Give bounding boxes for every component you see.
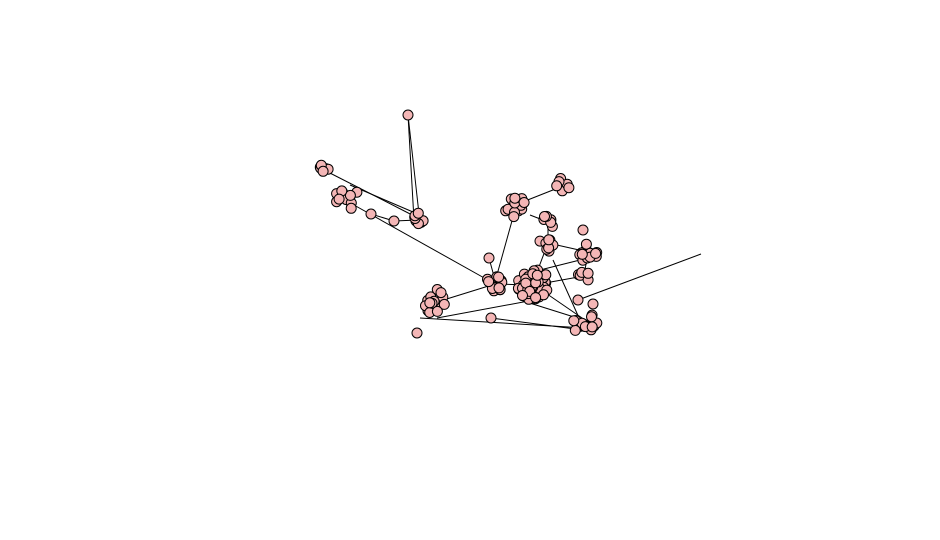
graph-node	[412, 207, 424, 219]
graph-node	[508, 211, 520, 223]
edge	[436, 299, 535, 319]
edge	[490, 317, 584, 331]
graph-node	[483, 252, 495, 264]
graph-node	[563, 182, 575, 194]
graph-node	[539, 211, 550, 222]
edge	[419, 317, 586, 329]
graph-node	[518, 197, 530, 208]
edge	[552, 259, 581, 321]
edge	[494, 209, 516, 283]
graph-node	[543, 234, 555, 246]
graph-node	[435, 287, 447, 299]
graph-node	[568, 315, 580, 327]
graph-node	[530, 292, 542, 304]
graph-node	[388, 215, 400, 227]
graph-node	[587, 298, 599, 310]
edge	[407, 114, 421, 224]
edge	[407, 114, 415, 221]
graph-node	[345, 202, 357, 214]
graph-node	[317, 165, 329, 177]
graph-node	[590, 247, 602, 259]
graph-node	[577, 224, 589, 236]
graph-node	[424, 297, 436, 309]
edge	[577, 253, 702, 301]
graph-node	[586, 311, 597, 323]
graph-node	[431, 305, 443, 317]
graph-node	[576, 248, 588, 260]
graph-node	[411, 327, 423, 339]
graph-node	[582, 267, 594, 279]
graph-node	[531, 269, 543, 281]
graph-node	[402, 109, 414, 121]
graph-node	[365, 208, 377, 220]
graph-node	[493, 271, 505, 283]
graph-node	[551, 180, 563, 192]
graph-node	[438, 298, 450, 310]
graph-node	[586, 321, 598, 333]
graph-node	[493, 282, 505, 294]
graph-node	[580, 238, 592, 250]
edge-layer	[319, 114, 702, 331]
graph-node	[483, 276, 495, 288]
graph-node	[572, 294, 584, 306]
graph-node	[344, 189, 356, 201]
graph-node	[509, 192, 521, 204]
graph-node	[569, 324, 581, 336]
graph-node	[333, 193, 345, 205]
graph-node	[517, 290, 528, 301]
graph-node	[485, 312, 497, 324]
node-layer	[314, 109, 603, 339]
